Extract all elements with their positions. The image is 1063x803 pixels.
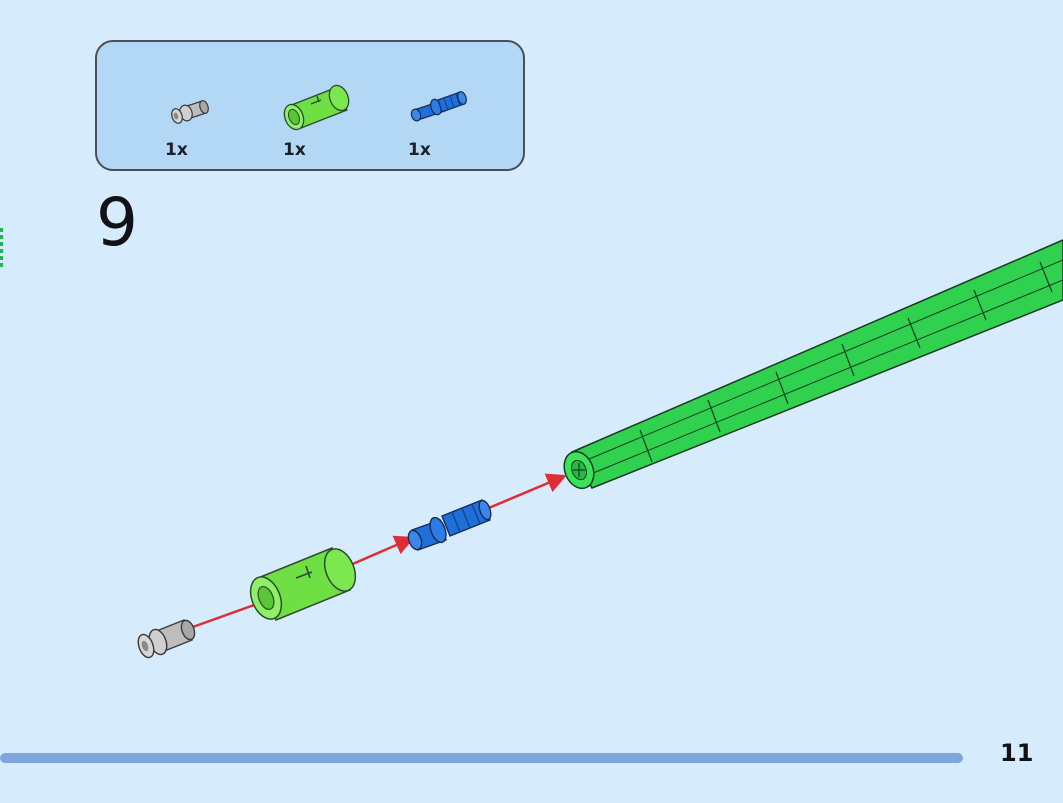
parts-list-item: 1x: [402, 62, 492, 162]
parts-list-callout: 1x 1x 1x: [95, 40, 525, 171]
green-axle: [563, 239, 1063, 490]
part-quantity: 1x: [283, 140, 306, 160]
part-quantity: 1x: [408, 140, 431, 160]
green-axle-connector-icon: [283, 84, 350, 131]
parts-list-item: 1x: [159, 62, 249, 162]
lime-axle-connector: [249, 547, 357, 621]
page-progress-bar: [0, 753, 963, 763]
light-gray-pin-icon: [171, 100, 209, 124]
light-gray-pin: [137, 619, 196, 659]
step-number: 9: [96, 184, 138, 261]
page-number: 11: [1000, 739, 1034, 767]
side-color-marker: [0, 228, 3, 268]
blue-axle-pin-icon: [410, 91, 467, 122]
parts-list-item: 1x: [277, 62, 367, 162]
assembly-arrow: [483, 473, 567, 512]
blue-axle-pin: [407, 499, 492, 551]
part-quantity: 1x: [165, 140, 188, 160]
assembly-arrow: [347, 535, 415, 568]
